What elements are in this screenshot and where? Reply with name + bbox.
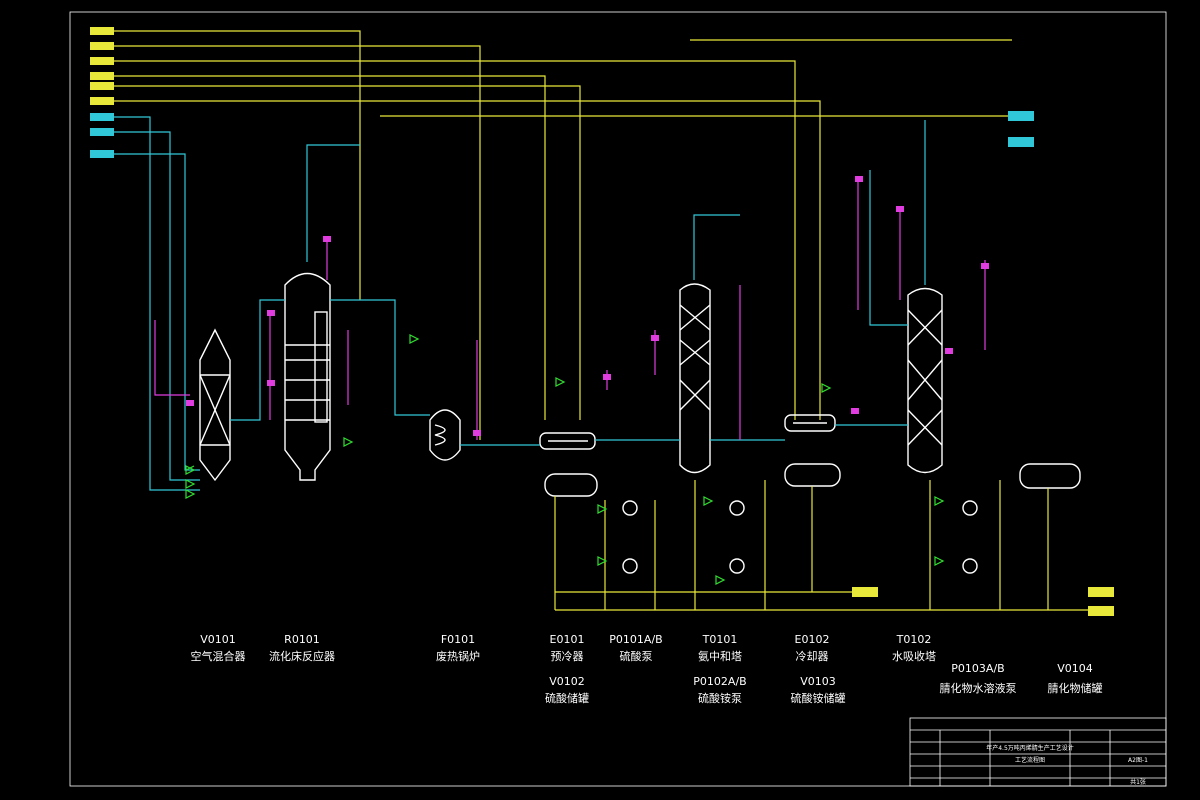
label-code-v0101: V0101 (200, 633, 236, 646)
label-name-p0102: 硫酸铵泵 (698, 691, 742, 705)
label-name-e0101: 预冷器 (551, 650, 584, 663)
valves (185, 334, 945, 585)
title-block: 年产4.5万吨丙烯腈生产工艺设计 工艺流程图 A2图-1 共1张 (909, 717, 1167, 787)
drawing-border (69, 11, 1167, 787)
drawing-title: 工艺流程图 (1015, 756, 1045, 764)
boiler-f0101 (429, 409, 461, 461)
tank-v0104 (1019, 463, 1081, 489)
reactor-r0101 (284, 272, 331, 481)
air-mixer-v0101 (199, 328, 231, 482)
label-code-t0102: T0102 (896, 633, 932, 646)
pumps (622, 500, 978, 574)
label-name-t0102: 水吸收塔 (892, 649, 936, 663)
label-name-p0103: 腈化物水溶液泵 (940, 681, 1017, 695)
label-name-f0101: 废热锅炉 (436, 649, 480, 663)
tower-t0101 (679, 283, 711, 474)
process-headers (114, 30, 1030, 491)
tower-t0102 (907, 287, 943, 474)
label-code-p0102: P0102A/B (693, 675, 746, 688)
sheet-count: 共1张 (1130, 778, 1146, 786)
label-code-t0101: T0101 (702, 633, 738, 646)
tank-v0103 (784, 463, 841, 487)
label-code-v0102: V0102 (549, 675, 585, 688)
precooler-e0101 (539, 432, 596, 450)
label-code-r0101: R0101 (284, 633, 320, 646)
label-name-t0101: 氨中和塔 (698, 650, 742, 663)
drawing-number: A2图-1 (1128, 757, 1148, 764)
label-name-v0101: 空气混合器 (191, 649, 246, 663)
process-lines (230, 120, 1090, 611)
label-name-r0101: 流化床反应器 (269, 649, 335, 663)
label-code-p0103: P0103A/B (951, 662, 1004, 675)
label-name-p0101: 硫酸泵 (620, 649, 653, 663)
label-name-v0104: 腈化物储罐 (1048, 681, 1103, 695)
cooler-e0102 (784, 414, 836, 432)
equipment-labels: V0101 空气混合器 R0101 流化床反应器 F0101 废热锅炉 E010… (191, 633, 1103, 705)
instrument-lines (154, 180, 986, 440)
label-code-v0104: V0104 (1057, 662, 1093, 675)
instrument-boxes (186, 176, 989, 436)
label-code-e0101: E0101 (550, 633, 585, 646)
feed-tags (90, 27, 114, 158)
label-code-e0102: E0102 (795, 633, 830, 646)
label-code-p0101: P0101A/B (609, 633, 662, 646)
label-name-v0103: 硫酸铵储罐 (791, 691, 846, 705)
label-code-v0103: V0103 (800, 675, 836, 688)
acid-tank-v0102 (544, 473, 598, 497)
label-name-e0102: 冷却器 (796, 650, 829, 663)
label-code-f0101: F0101 (441, 633, 475, 646)
label-name-v0102: 硫酸储罐 (545, 691, 589, 705)
project-title: 年产4.5万吨丙烯腈生产工艺设计 (986, 744, 1074, 752)
outlet-tags (852, 111, 1114, 616)
